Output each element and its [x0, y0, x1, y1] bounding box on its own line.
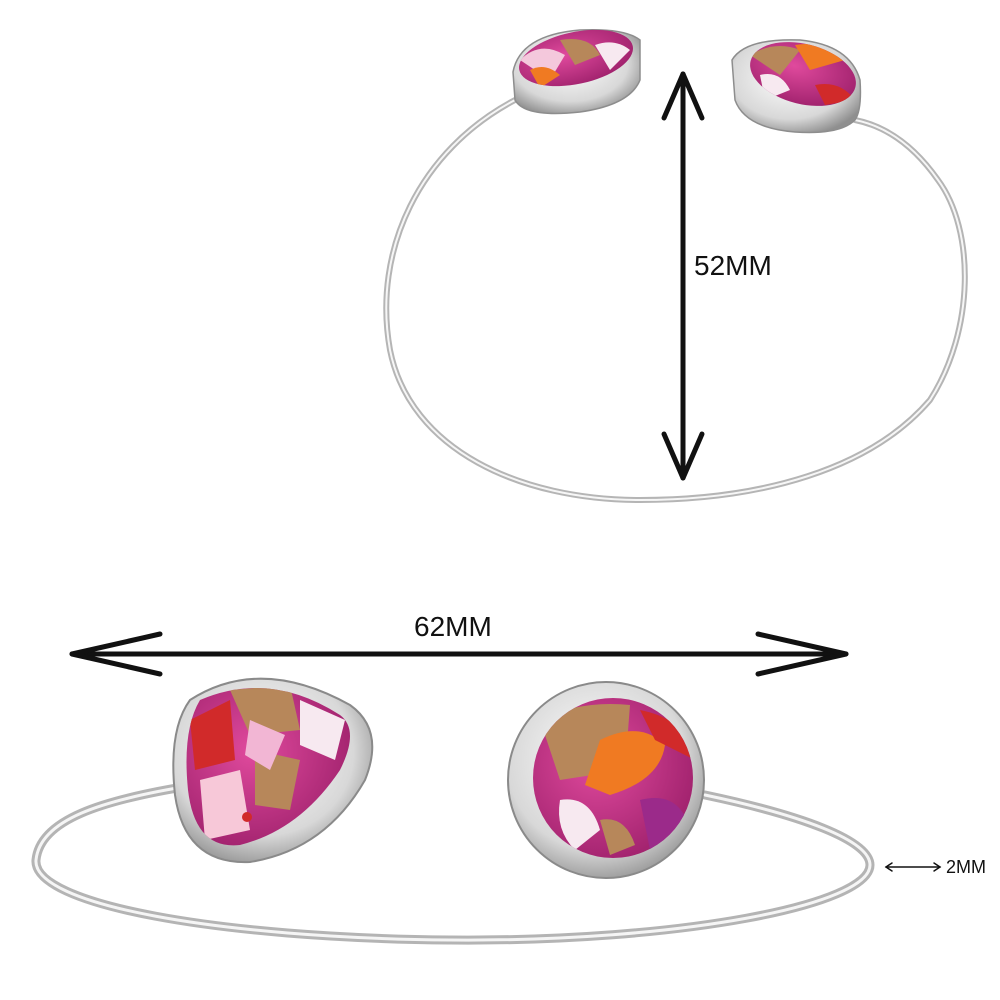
width-label: 62MM — [414, 611, 492, 642]
height-arrow — [661, 71, 705, 481]
wire-thickness-arrow — [884, 862, 942, 872]
bangle-top-view — [383, 28, 968, 504]
bottom-right-stone — [507, 681, 705, 879]
width-arrow — [69, 631, 849, 677]
height-label: 52MM — [694, 250, 772, 281]
wire-thickness-label: 2MM — [946, 857, 986, 877]
top-right-stone — [731, 39, 862, 134]
bangle-bottom-view — [31, 677, 875, 945]
bottom-left-stone — [172, 677, 374, 864]
top-left-stone — [512, 28, 641, 115]
